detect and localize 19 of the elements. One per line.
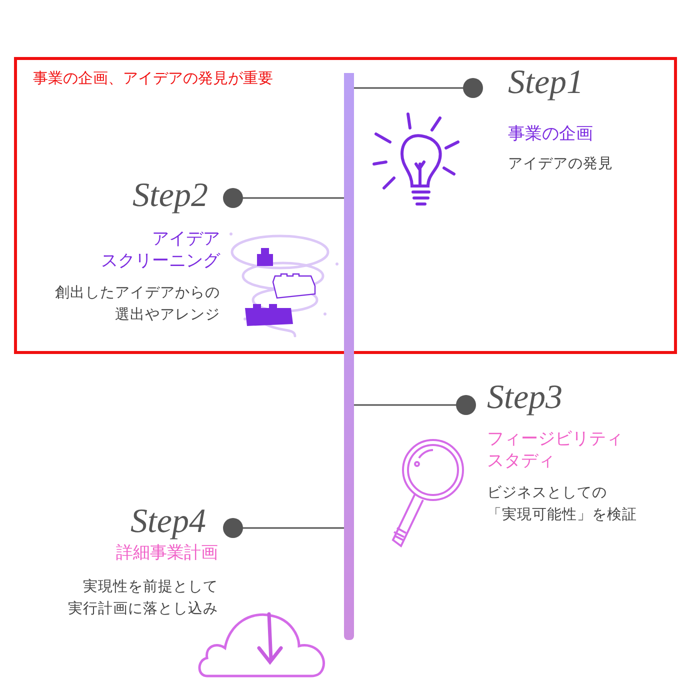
step-description: ビジネスとしての「実現可能性」を検証 [487, 484, 638, 525]
connector-line [354, 78, 483, 98]
step-heading: アイデアスクリーニング [100, 228, 220, 272]
timeline-bar [344, 73, 354, 640]
highlight-note: 事業の企画、アイデアの発見が重要 [33, 68, 273, 88]
step-label: Step3 [487, 378, 564, 418]
step-description: 創出したアイデアからの選出やアレンジ [54, 284, 220, 325]
step-label: Step4 [129, 502, 206, 542]
step-heading: 詳細事業計画 [115, 542, 218, 564]
connector-line [223, 188, 344, 208]
step-heading: フィージビリティスタディ [487, 428, 624, 472]
step-description: 実現性を前提として実行計画に落とし込み [67, 578, 218, 619]
step-label: Step1 [508, 63, 585, 103]
step-description: アイデアの発見 [508, 155, 614, 174]
step-heading: 事業の企画 [508, 123, 594, 145]
connector-line [223, 518, 344, 538]
step-label: Step2 [131, 176, 208, 216]
connector-line [354, 395, 476, 415]
highlight-frame [14, 57, 677, 354]
